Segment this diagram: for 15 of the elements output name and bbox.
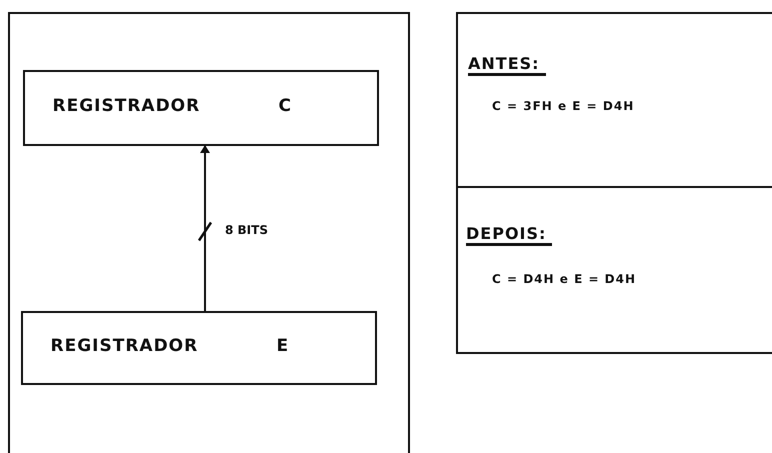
section-heading: ANTES: <box>468 54 546 76</box>
register-box <box>22 70 378 146</box>
bus-arrow <box>200 145 210 311</box>
register-label: REGISTRADOR <box>52 96 200 116</box>
register-box <box>20 310 376 384</box>
state-panel <box>456 186 772 354</box>
register-values: C = 3FH e E = D4H <box>492 99 634 113</box>
device-frame <box>8 12 410 453</box>
edge-label: 8 BITS <box>225 222 268 236</box>
register-values: C = D4H e E = D4H <box>492 272 636 286</box>
register-name: C <box>278 96 292 116</box>
state-panel <box>456 12 772 188</box>
register-label: REGISTRADOR <box>50 336 198 356</box>
register-name: E <box>276 336 290 356</box>
section-heading: DEPOIS: <box>466 224 552 246</box>
